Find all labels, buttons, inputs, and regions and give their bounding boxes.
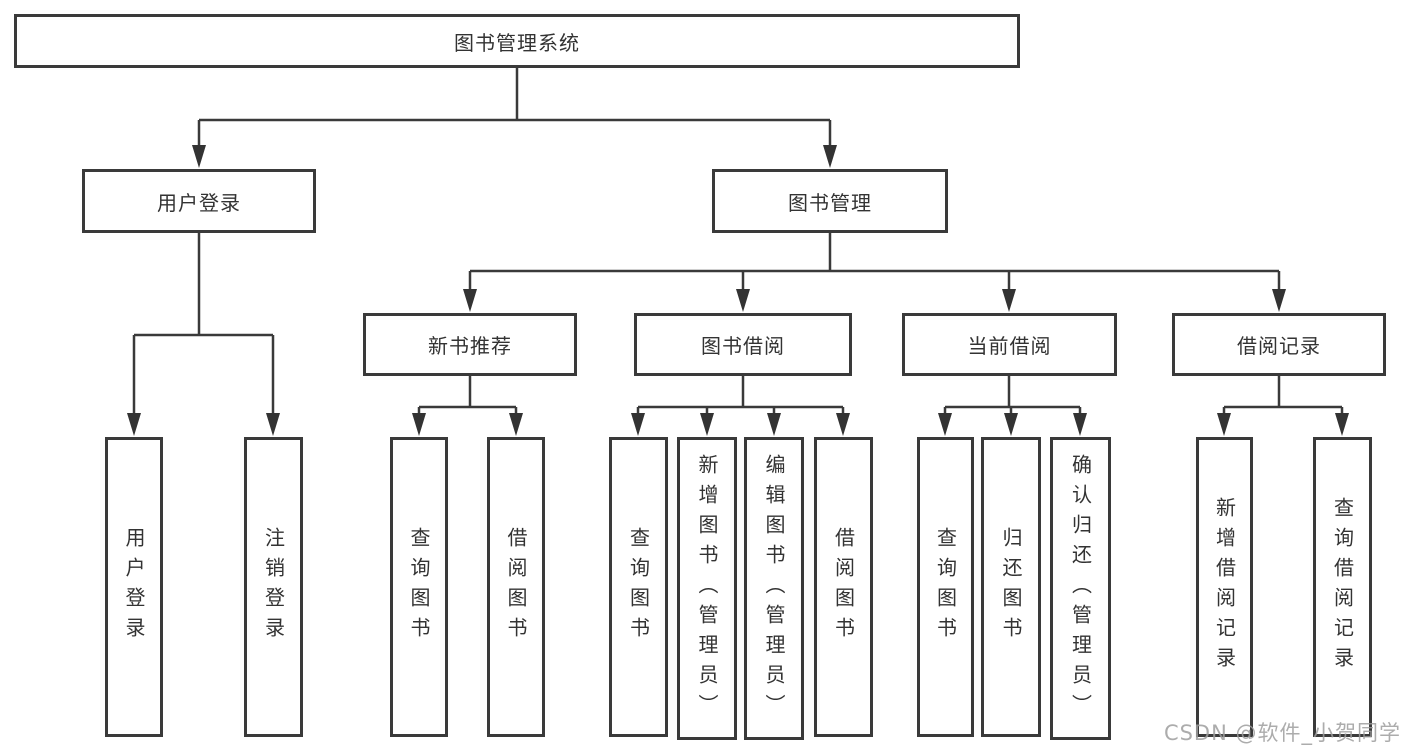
leaf-search-borrow-record: 查询借阅记录 [1313,437,1372,737]
leaf-confirm-return-admin: 确认归还（管理员） [1050,437,1111,740]
connector-book-management-to-level3 [463,233,1286,312]
leaf-add-borrow-record-label: 新增借阅记录 [1212,497,1237,677]
connector-borrowing-records-to-leaves [1217,376,1349,436]
connector-user-login-to-leaves [127,233,280,436]
leaf-user-login: 用户登录 [105,437,163,737]
leaf-borrow-books-recommend-label: 借阅图书 [504,527,528,647]
leaf-borrow-books-label: 借阅图书 [831,527,856,647]
leaf-edit-books-admin-label: 编辑图书（管理员） [762,453,786,724]
leaf-search-books-recommend: 查询图书 [390,437,448,737]
node-book-management: 图书管理 [712,169,948,233]
connector-current-borrowing-to-leaves [938,376,1087,436]
leaf-search-books-borrowing-label: 查询图书 [626,527,651,647]
node-new-book-recommendation: 新书推荐 [363,313,577,376]
connector-new-book-to-leaves [412,376,523,436]
csdn-watermark: CSDN @软件_小贺同学 [1163,721,1401,745]
leaf-search-books-current-label: 查询图书 [933,527,958,647]
leaf-add-books-admin-label: 新增图书（管理员） [695,453,719,724]
node-user-login: 用户登录 [82,169,316,233]
leaf-confirm-return-admin-label: 确认归还（管理员） [1068,453,1093,724]
connector-book-borrowing-to-leaves [631,376,850,436]
node-book-borrowing: 图书借阅 [634,313,852,376]
connector-root-to-level2 [192,68,837,168]
leaf-return-books-label: 归还图书 [999,527,1023,647]
node-current-borrowing: 当前借阅 [902,313,1117,376]
leaf-return-books: 归还图书 [981,437,1041,737]
leaf-search-borrow-record-label: 查询借阅记录 [1330,497,1355,677]
leaf-search-books-borrowing: 查询图书 [609,437,668,737]
leaf-edit-books-admin: 编辑图书（管理员） [744,437,804,740]
leaf-logout-label: 注销登录 [261,527,286,647]
leaf-borrow-books: 借阅图书 [814,437,873,737]
leaf-add-books-admin: 新增图书（管理员） [677,437,737,740]
leaf-search-books-recommend-label: 查询图书 [407,527,431,647]
leaf-search-books-current: 查询图书 [917,437,974,737]
leaf-logout: 注销登录 [244,437,303,737]
leaf-add-borrow-record: 新增借阅记录 [1196,437,1253,737]
node-borrowing-records: 借阅记录 [1172,313,1386,376]
node-library-management-system: 图书管理系统 [14,14,1020,68]
leaf-borrow-books-recommend: 借阅图书 [487,437,545,737]
leaf-user-login-label: 用户登录 [122,527,146,647]
